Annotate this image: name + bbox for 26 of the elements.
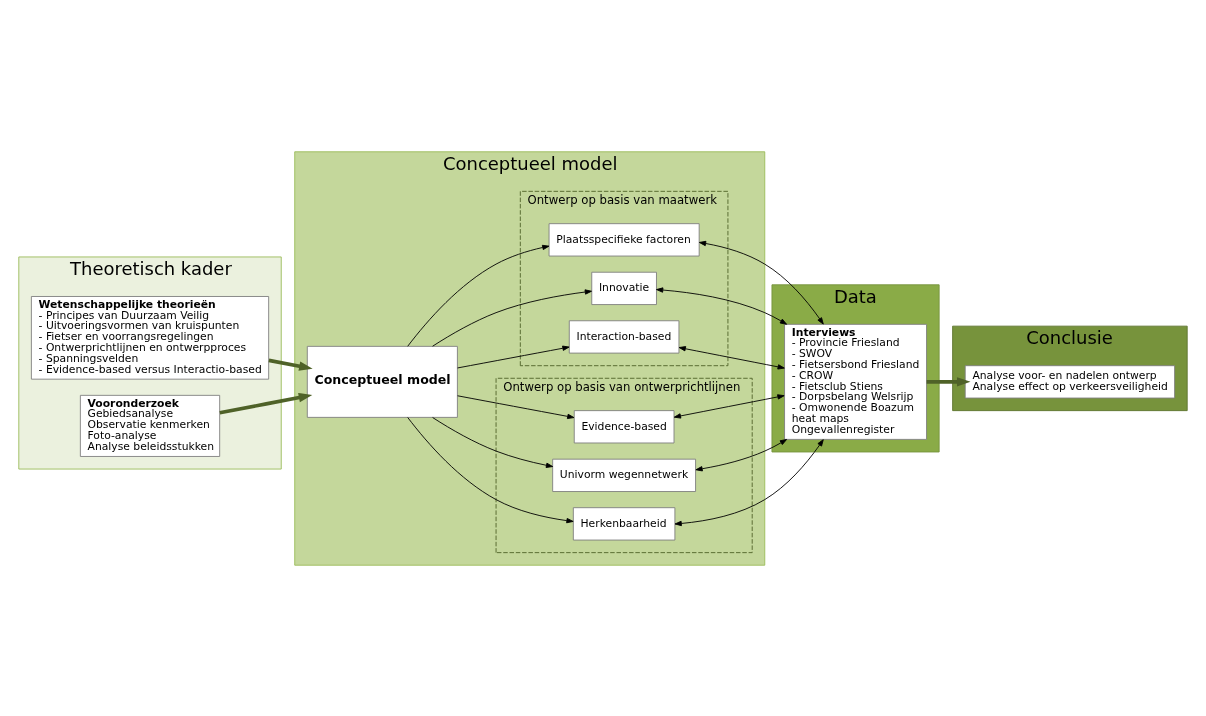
arrow [432, 288, 592, 347]
node-box: Evidence-based [573, 409, 675, 443]
arrow [698, 240, 824, 324]
node-box: Interviews - Provincie Friesland - SWOV - Fietsersbond Friesland - CROW - Fietsclub Stiens - Dorpsbelang Welsrijp - Omwonende Boazum heat maps Ongevallenregister [784, 323, 927, 440]
arrow [432, 416, 554, 468]
node-box: Conceptueel model [306, 345, 458, 418]
node-box: Herkenbaarheid [572, 506, 676, 540]
arrow [407, 244, 550, 347]
arrow [656, 286, 788, 325]
node-box: Innovatie [591, 271, 657, 305]
arrow [457, 394, 575, 419]
node-box: Wetenschappelijke theorieën - Principes van Duurzaam Veilig - Uitvoeringsvormen van kruispunten - Fietser en voorrangsregelingen - Ontwerprichtlijnen en ontwerpproces - Spanningsvelden - Evidence-based versus Interactio-based [30, 295, 270, 380]
arrow [678, 345, 785, 369]
arrow [695, 438, 788, 471]
node-box: Analyse voor- en nadelen ontwerp Analyse effect op verkeersveiligheid [964, 364, 1176, 398]
node-box: Interaction-based [568, 319, 680, 354]
arrow [674, 438, 824, 526]
arrow [219, 392, 313, 414]
node-box: Plaatsspecifieke factoren [548, 222, 700, 256]
node-box: Univorm wegennetwerk [552, 458, 697, 492]
node-box: Vooronderzoek Gebiedsanalyse Observatie kenmerken Foto-analyse Analyse beleidsstukken [79, 394, 221, 457]
arrow [673, 393, 785, 419]
arrow [407, 416, 574, 523]
arrow [926, 376, 971, 387]
arrow [268, 358, 313, 371]
arrow [457, 345, 570, 368]
